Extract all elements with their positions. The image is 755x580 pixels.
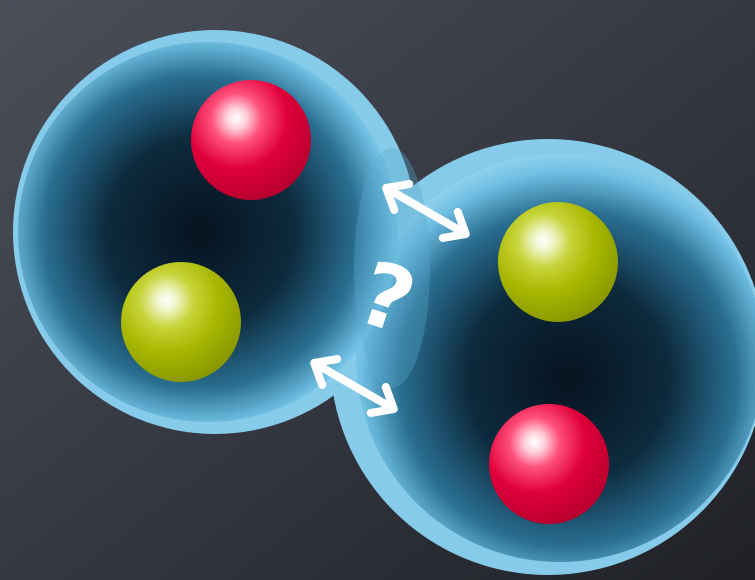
left-green-particle <box>121 262 241 382</box>
right-red-particle <box>489 404 609 524</box>
right-green-particle <box>498 202 618 322</box>
left-red-particle <box>191 80 311 200</box>
